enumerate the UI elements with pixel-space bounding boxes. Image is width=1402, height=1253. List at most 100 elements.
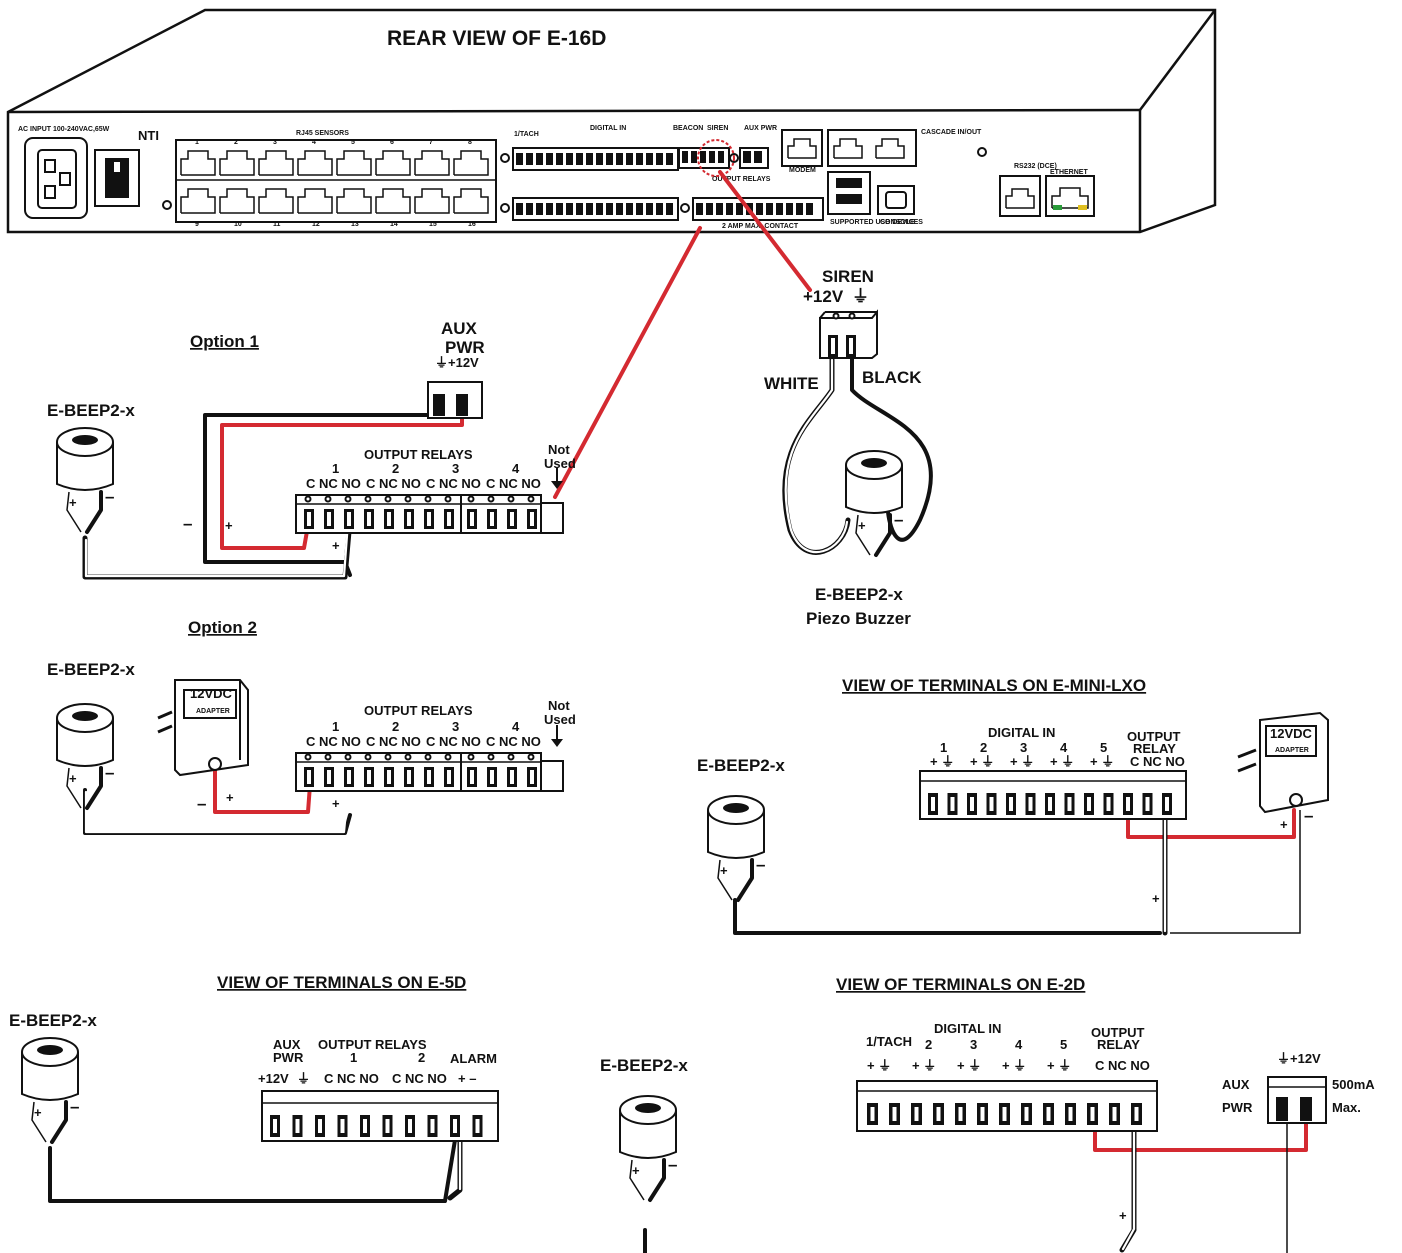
terminal-screw — [743, 151, 751, 163]
mini-lxo-adapter-label: 12VDC — [1270, 726, 1313, 741]
siren-buzzer-label: E-BEEP2-x — [815, 585, 903, 604]
terminal-screw — [646, 153, 653, 165]
screw-hole — [304, 753, 312, 761]
relay-pins-label: C NC NO — [1095, 1058, 1150, 1073]
terminal-screw — [806, 203, 813, 215]
screw-slot — [1048, 797, 1052, 811]
screw-slot — [950, 797, 955, 811]
buzzer-hole — [635, 1103, 661, 1113]
screw-slot — [1009, 797, 1013, 811]
buzzer-hole — [37, 1045, 63, 1055]
screw-slot — [1134, 1107, 1139, 1121]
terminal-screw — [546, 203, 553, 215]
screw-slot — [273, 1119, 277, 1133]
e2d-aux-terminal — [1267, 1076, 1327, 1124]
buzzer-minus: – — [105, 763, 114, 782]
relay-pins-label: C NC NO — [426, 476, 481, 491]
ground-icon: ⏚ — [852, 287, 869, 306]
screw-slot — [510, 770, 514, 784]
screw-hole — [444, 495, 452, 503]
terminal-screw — [656, 153, 663, 165]
digital-in-number: 3 — [1020, 740, 1027, 755]
e2d-tach-label: 1/TACH — [866, 1034, 912, 1049]
screw-slot — [870, 1107, 875, 1121]
buzzer-plus: + — [69, 495, 77, 510]
terminal-screw — [586, 203, 593, 215]
screw-slot — [1087, 797, 1091, 811]
rj45-port-number: 6 — [390, 139, 394, 146]
e2d-buzzer-label: E-BEEP2-x — [600, 1056, 688, 1075]
buzzer-plus: + — [858, 518, 866, 533]
digital-in-pins: + ⏚ — [970, 754, 994, 769]
terminal-screw — [700, 151, 706, 163]
terminal-screw — [756, 203, 763, 215]
terminal-screw — [696, 203, 703, 215]
rj45-port — [180, 188, 216, 214]
e5d-title: VIEW OF TERMINALS ON E-5D — [217, 973, 466, 992]
relay-number: 1 — [350, 1050, 357, 1065]
screw-slot — [936, 1107, 941, 1121]
screw-slot — [892, 1107, 897, 1121]
screw-slot — [470, 512, 474, 526]
rj45-port — [336, 150, 372, 176]
screw-slot — [1002, 1107, 1007, 1121]
terminal-screw — [566, 153, 573, 165]
screw-slot — [475, 1119, 480, 1133]
screw-slot — [931, 797, 935, 811]
buzzer-minus: – — [70, 1097, 79, 1116]
terminal-screw — [636, 153, 643, 165]
digital-in-number: 5 — [1100, 740, 1107, 755]
mini-lxo-relay-label: RELAY — [1133, 741, 1176, 756]
e2d-relay-label: RELAY — [1097, 1037, 1140, 1052]
digital-in-pins: + ⏚ — [1010, 754, 1034, 769]
buzzer-lead — [50, 1100, 68, 1144]
mini-lxo-output-label: OUTPUT — [1127, 729, 1181, 744]
ground-icon: ⏚ — [1277, 1051, 1290, 1066]
mini-lxo-adapter-sub: ADAPTER — [1275, 747, 1309, 754]
siren-voltage: +12V — [803, 287, 844, 306]
terminal-screw — [516, 153, 523, 165]
screw-hole — [424, 753, 432, 761]
e2d-output-label: OUTPUT — [1091, 1025, 1145, 1040]
siren-title: SIREN — [822, 267, 874, 286]
rj45-port-number: 11 — [273, 221, 281, 228]
terminal-screw — [718, 151, 724, 163]
digital-in-pins: + ⏚ — [1050, 754, 1074, 769]
rj45-port — [375, 188, 411, 214]
not-used-block — [540, 502, 564, 534]
digital-in-pins: + ⏚ — [867, 1058, 891, 1073]
rj45-port-number: 3 — [273, 139, 277, 146]
screw-slot — [1067, 797, 1072, 811]
screw-slot — [387, 770, 391, 784]
rj45-port-number: 1 — [195, 139, 199, 146]
e16d-chassis — [6, 8, 1217, 234]
rj45-port — [180, 150, 216, 176]
e5d-output-relays-label: OUTPUT RELAYS — [318, 1037, 427, 1052]
option2-adapter-sub: ADAPTER — [196, 708, 230, 715]
terminal-screw — [556, 153, 563, 165]
digital-in-number: 2 — [980, 740, 987, 755]
ground-icon: ⏚ — [435, 355, 448, 370]
digital-in-label: DIGITAL IN — [590, 125, 626, 132]
screw-slot — [510, 512, 514, 526]
rj45-port — [336, 188, 372, 214]
terminal-screw — [766, 203, 773, 215]
e5d-pwr-label: PWR — [273, 1050, 304, 1065]
screw-slot — [490, 512, 494, 526]
screw-slot — [970, 797, 974, 811]
screw-slot — [453, 1119, 457, 1133]
ground-icon: ⏚ — [297, 1071, 310, 1086]
screw-slot — [1112, 1107, 1117, 1121]
screw-slot — [1090, 1107, 1095, 1121]
terminal-screw — [646, 203, 653, 215]
terminal-screw — [536, 153, 543, 165]
option2-not-label: Not — [548, 698, 570, 713]
screw-hole — [344, 495, 352, 503]
screw-slot — [387, 512, 391, 526]
screw-slot — [1106, 797, 1111, 811]
nti-logo: NTI — [138, 128, 159, 143]
option1-title: Option 1 — [190, 332, 259, 351]
screw-slot — [490, 770, 494, 784]
buzzer-minus: – — [756, 855, 765, 874]
